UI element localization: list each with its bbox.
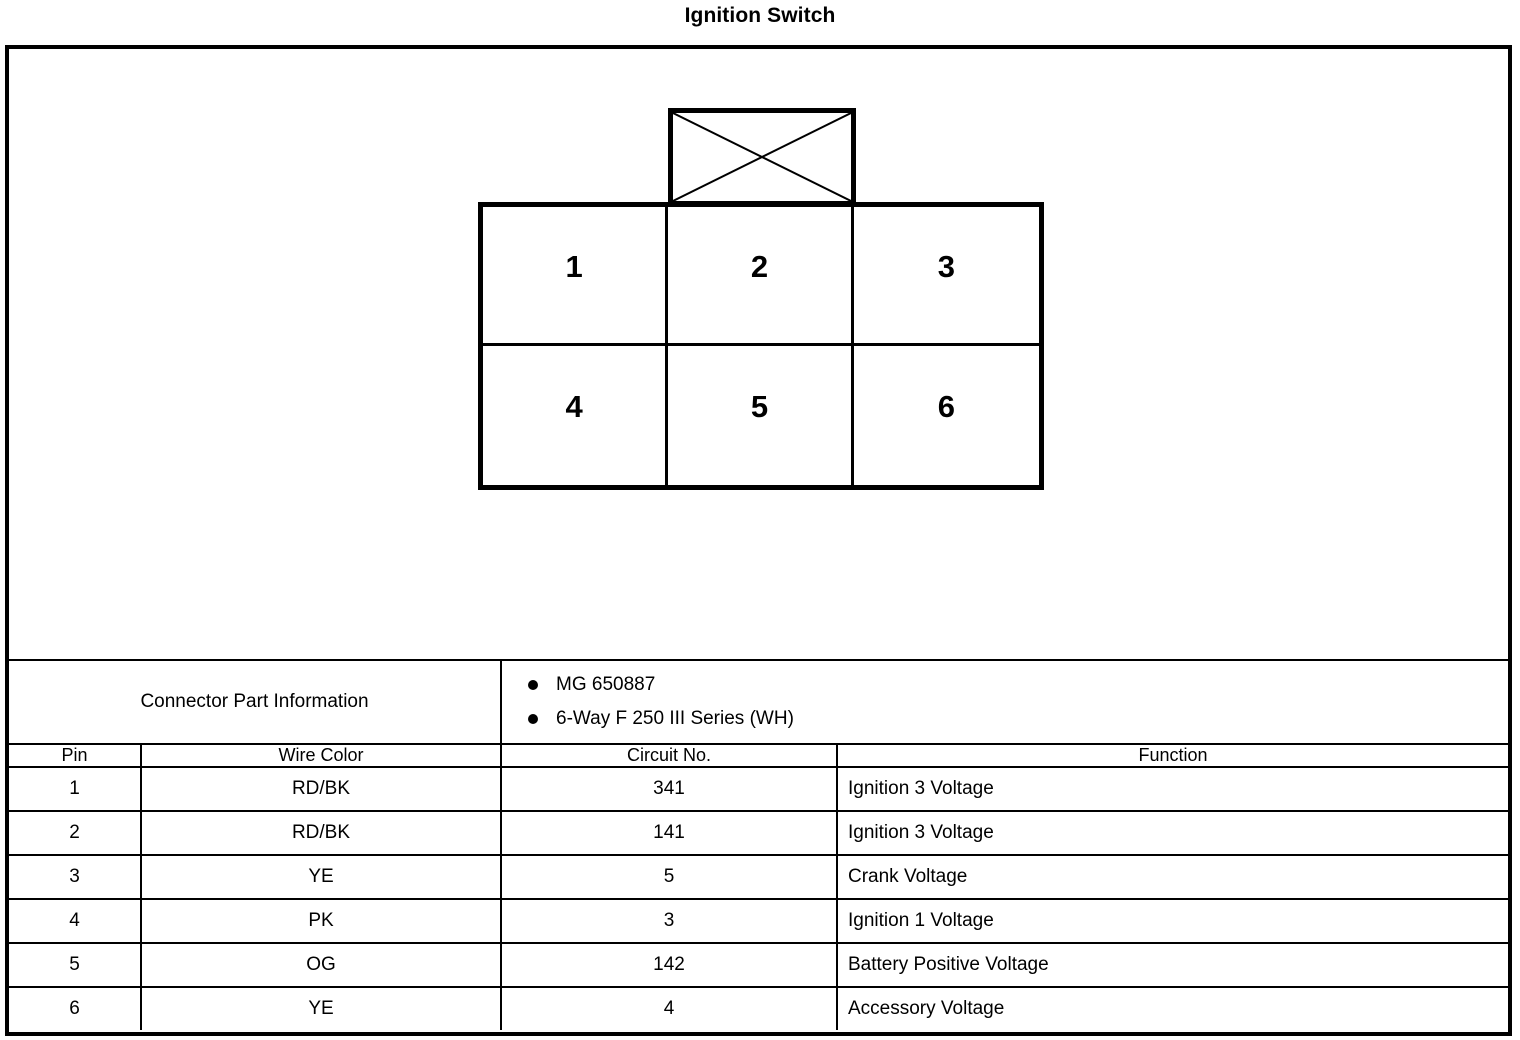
cell-circuit-no: 3 (500, 898, 838, 944)
table-header-row: Pin Wire Color Circuit No. Function (9, 743, 1509, 768)
pin-cell-4[interactable]: 4 (483, 346, 669, 485)
cell-pin: 2 (9, 810, 142, 856)
cell-wire-color: YE (140, 986, 502, 1030)
column-header-pin: Pin (9, 743, 142, 768)
list-item: MG 650887 (524, 668, 1508, 702)
pin-cell-label: 4 (565, 389, 583, 424)
cell-pin: 4 (9, 898, 142, 944)
pin-cell-1[interactable]: 1 (483, 207, 669, 346)
pin-cell-6[interactable]: 6 (854, 346, 1039, 485)
cell-function: Battery Positive Voltage (835, 942, 1509, 988)
part-number: MG 650887 (556, 674, 656, 695)
cell-function: Ignition 1 Voltage (835, 898, 1509, 944)
x-cross-icon (673, 113, 851, 201)
bullet-icon (528, 680, 538, 690)
list-item: 6-Way F 250 III Series (WH) (524, 702, 1508, 736)
cell-wire-color: OG (140, 942, 502, 988)
part-description: 6-Way F 250 III Series (WH) (556, 708, 794, 729)
connector-part-information-label: Connector Part Information (9, 659, 502, 745)
column-header-wire-color: Wire Color (140, 743, 502, 768)
pin-cell-label: 5 (750, 389, 769, 424)
cell-wire-color: PK (140, 898, 502, 944)
connector-pinout-diagram: 1 2 3 4 5 6 (478, 108, 1044, 490)
column-header-circuit-no: Circuit No. (500, 743, 838, 768)
cell-circuit-no: 341 (500, 766, 838, 812)
connector-part-information-row: Connector Part Information MG 650887 6-W… (9, 659, 1509, 745)
connector-information-table: Connector Part Information MG 650887 6-W… (9, 659, 1509, 1030)
pin-cell-5[interactable]: 5 (668, 346, 854, 485)
pin-cell-label: 2 (750, 248, 769, 284)
cell-function: Crank Voltage (835, 854, 1509, 900)
diagram-frame: 1 2 3 4 5 6 (5, 45, 1512, 1036)
pin-cell-label: 6 (937, 389, 955, 424)
cell-wire-color: YE (140, 854, 502, 900)
cell-circuit-no: 5 (500, 854, 838, 900)
pin-cell-label: 3 (937, 248, 955, 284)
cell-circuit-no: 4 (500, 986, 838, 1030)
cell-wire-color: RD/BK (140, 810, 502, 856)
part-info-list: MG 650887 6-Way F 250 III Series (WH) (524, 668, 1508, 736)
pin-grid: 1 2 3 4 5 6 (478, 202, 1044, 490)
cell-function: Ignition 3 Voltage (835, 810, 1509, 856)
connector-tab (668, 108, 856, 206)
bullet-icon (528, 714, 538, 724)
table-row: 4 PK 3 Ignition 1 Voltage (9, 898, 1509, 944)
pin-cell-2[interactable]: 2 (668, 207, 854, 346)
table-row: 6 YE 4 Accessory Voltage (9, 986, 1509, 1030)
cell-function: Ignition 3 Voltage (835, 766, 1509, 812)
cell-pin: 5 (9, 942, 142, 988)
cell-circuit-no: 142 (500, 942, 838, 988)
table-row: 2 RD/BK 141 Ignition 3 Voltage (9, 810, 1509, 856)
cell-wire-color: RD/BK (140, 766, 502, 812)
cell-pin: 1 (9, 766, 142, 812)
connector-part-information-values: MG 650887 6-Way F 250 III Series (WH) (499, 659, 1509, 745)
table-row: 5 OG 142 Battery Positive Voltage (9, 942, 1509, 988)
cell-function: Accessory Voltage (835, 986, 1509, 1030)
cell-pin: 6 (9, 986, 142, 1030)
page-title: Ignition Switch (684, 4, 836, 27)
table-row: 1 RD/BK 341 Ignition 3 Voltage (9, 766, 1509, 812)
pin-cell-label: 1 (565, 248, 583, 284)
cell-circuit-no: 141 (500, 810, 838, 856)
pin-cell-3[interactable]: 3 (853, 207, 1039, 346)
table-row: 3 YE 5 Crank Voltage (9, 854, 1509, 900)
column-header-function: Function (835, 743, 1509, 768)
cell-pin: 3 (9, 854, 142, 900)
connector-diagram-area: 1 2 3 4 5 6 (9, 49, 1508, 659)
